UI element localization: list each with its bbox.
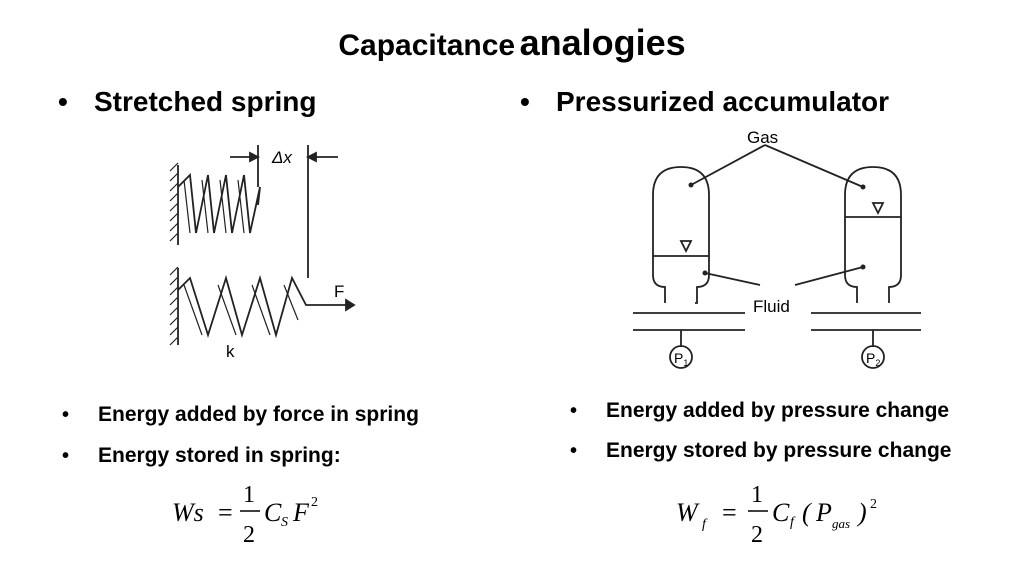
bullet-dot: •: [62, 404, 70, 426]
eq-lhs-sub: f: [702, 517, 708, 532]
p2-label: P2: [866, 350, 880, 368]
left-bullet-2-text: Energy stored in spring:: [98, 444, 341, 467]
eq-denominator: 2: [751, 522, 763, 548]
fluid-label: Fluid: [753, 297, 790, 316]
eq-c-sub: f: [790, 515, 796, 530]
force-label: F: [334, 282, 344, 301]
eq-denominator: 2: [243, 522, 255, 548]
bullet-dot: •: [62, 445, 70, 467]
right-bullet-2: • Energy stored by pressure change: [570, 439, 951, 463]
eq-c: C: [772, 498, 790, 527]
right-bullet-1: • Energy added by pressure change: [570, 399, 949, 423]
bullet-dot: •: [570, 400, 578, 422]
eq-numerator: 1: [751, 482, 763, 508]
right-heading: • Pressurized accumulator: [520, 86, 889, 118]
spring-constant-label: k: [226, 342, 235, 360]
left-bullet-2: • Energy stored in spring:: [62, 444, 341, 468]
title-word-1: Capacitance: [338, 29, 516, 62]
bullet-dot: •: [58, 86, 68, 117]
eq-equals: =: [218, 498, 233, 527]
accumulator-energy-equation: W f = 1 2 C f ( P gas ) 2: [676, 482, 877, 548]
title-word-2: analogies: [519, 22, 686, 63]
spring-figure: Δx F k: [169, 145, 356, 360]
eq-var: P: [815, 498, 832, 527]
p1-label: P1: [674, 350, 688, 368]
right-bullet-2-text: Energy stored by pressure change: [606, 439, 952, 462]
eq-lparen: (: [802, 498, 812, 527]
left-bullet-1: • Energy added by force in spring: [62, 403, 419, 427]
eq-c-sub: S: [281, 515, 288, 530]
eq-var-sub: gas: [832, 516, 850, 531]
gas-label: Gas: [747, 128, 778, 147]
eq-rparen: ): [856, 498, 867, 527]
eq-c: C: [264, 498, 282, 527]
slide-title: Capacitance analogies: [0, 22, 1024, 64]
eq-exp: 2: [311, 495, 318, 510]
eq-lhs: W: [676, 498, 700, 527]
accumulator-figure: Gas Fluid P1 P2: [633, 128, 921, 369]
left-heading: • Stretched spring: [58, 86, 316, 118]
right-heading-text: Pressurized accumulator: [556, 86, 890, 117]
bullet-dot: •: [520, 86, 530, 117]
eq-equals: =: [722, 498, 737, 527]
left-heading-text: Stretched spring: [94, 86, 317, 117]
eq-var: F: [292, 498, 310, 527]
spring-energy-equation: Ws = 1 2 C S F 2: [172, 482, 318, 548]
left-bullet-1-text: Energy added by force in spring: [98, 403, 419, 426]
delta-x-label: Δx: [271, 148, 292, 167]
eq-lhs: Ws: [172, 498, 204, 527]
eq-exp: 2: [870, 497, 877, 512]
right-bullet-1-text: Energy added by pressure change: [606, 399, 950, 422]
eq-numerator: 1: [243, 482, 255, 508]
bullet-dot: •: [570, 440, 578, 462]
